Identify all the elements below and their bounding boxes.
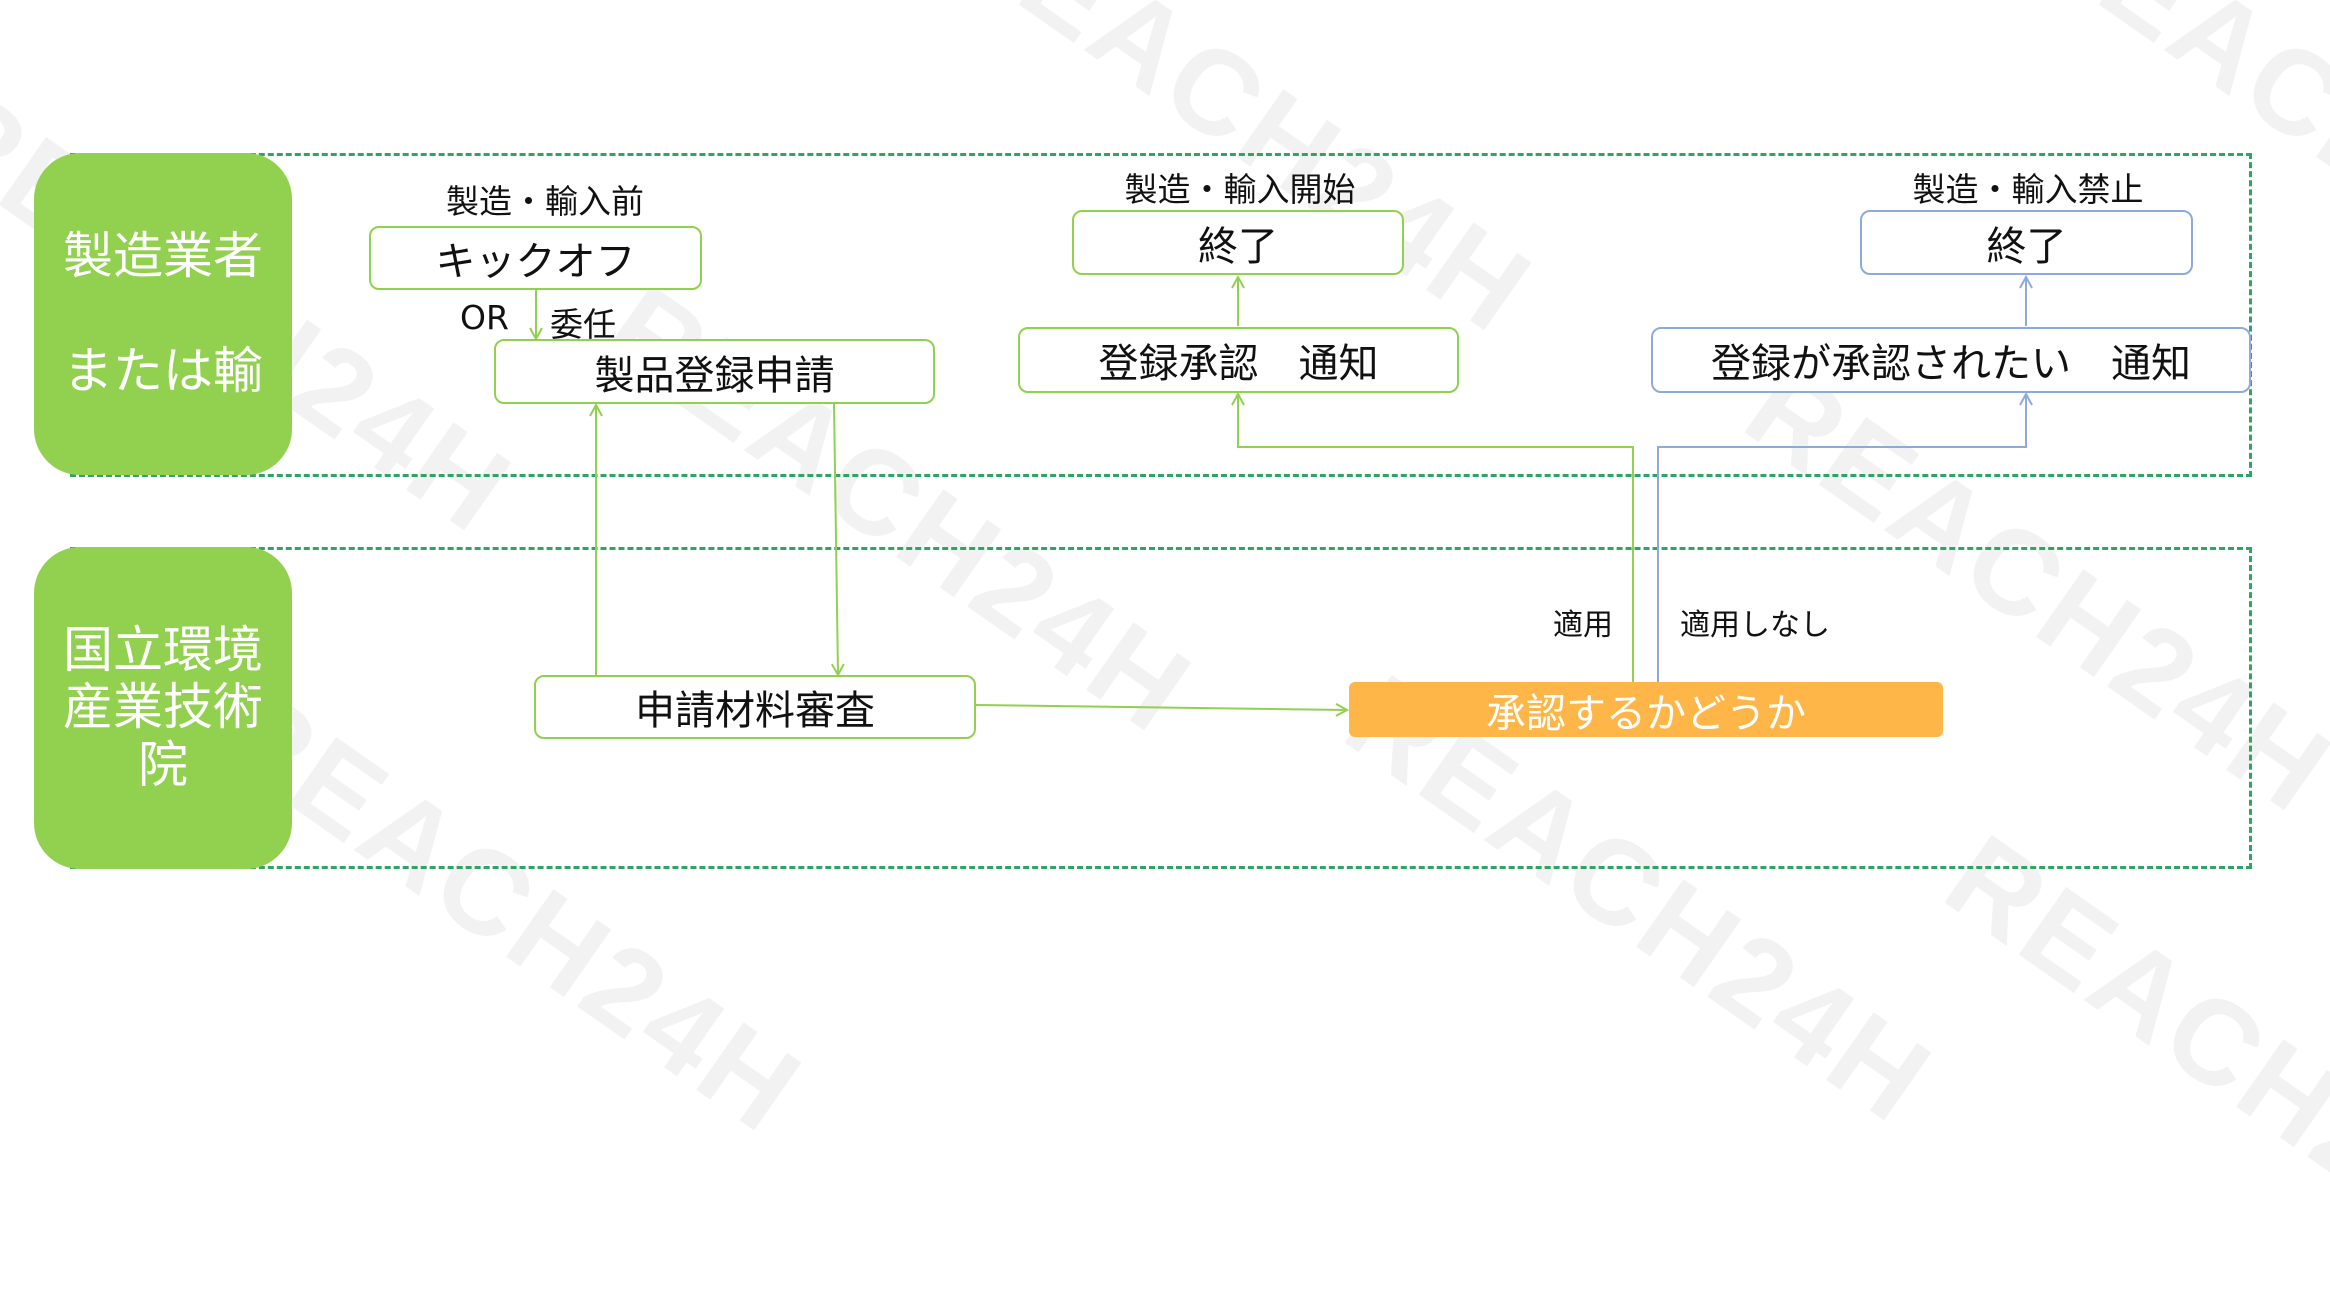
caption-start: 製造・輸入開始 bbox=[1124, 170, 1356, 209]
arrow-review-to-decision bbox=[975, 705, 1347, 710]
caption-prohibited: 製造・輸入禁止 bbox=[1912, 170, 2144, 209]
node-product-registration: 製品登録申請 bbox=[494, 339, 935, 404]
node-approval-notice: 登録承認 通知 bbox=[1018, 327, 1459, 393]
arrow-registration-to-review bbox=[834, 403, 838, 675]
arrow-decision-to-rejection bbox=[1657, 394, 2026, 682]
node-kickoff: キックオフ bbox=[369, 226, 702, 290]
caption-before: 製造・輸入前 bbox=[446, 182, 644, 221]
node-end-rejected: 終了 bbox=[1860, 210, 2193, 275]
node-end-approved: 終了 bbox=[1072, 210, 1404, 275]
lane-label-manufacturer: 製造業者 または輸 bbox=[34, 153, 292, 475]
arrow-decision-to-approval bbox=[1238, 394, 1634, 682]
lane-label-institute: 国立環境 産業技術 院 bbox=[34, 547, 292, 869]
caption-not-applicable: 適用しなし bbox=[1680, 608, 1830, 643]
caption-delegate: 委任 bbox=[550, 305, 616, 344]
caption-or: OR bbox=[460, 298, 509, 337]
connector-layer bbox=[0, 0, 2330, 1047]
node-rejection-notice: 登録が承認されたい 通知 bbox=[1651, 327, 2251, 393]
node-review: 申請材料審査 bbox=[534, 675, 976, 739]
caption-applicable: 適用 bbox=[1553, 608, 1613, 643]
node-decision: 承認するかどうか bbox=[1349, 682, 1943, 737]
